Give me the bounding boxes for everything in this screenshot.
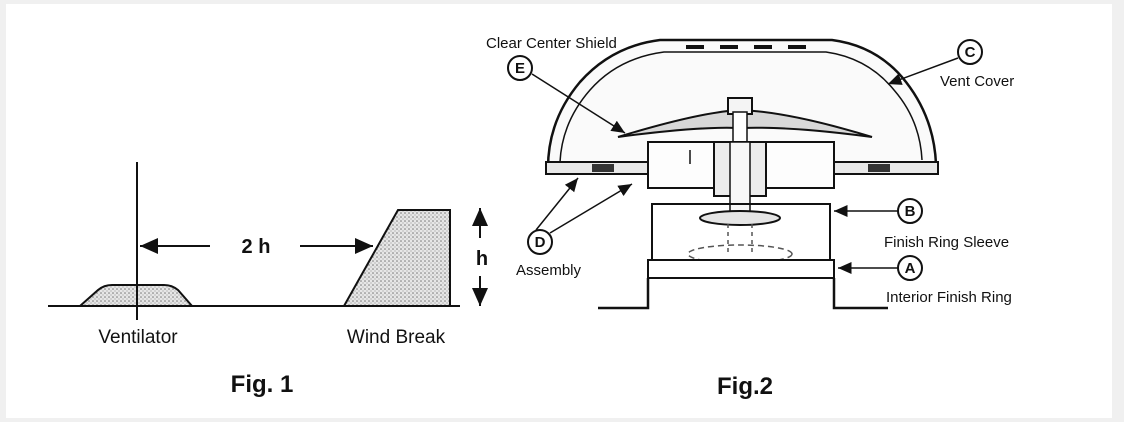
callout-b-letter: B [905, 203, 916, 220]
callout-e-label: Clear Center Shield [486, 35, 617, 52]
interior-finish-ring-shape [647, 259, 835, 279]
callout-d-letter: D [535, 234, 546, 251]
rim-clip-right [868, 164, 890, 172]
callout-a-letter: A [905, 260, 916, 277]
fig1-caption: Fig. 1 [231, 371, 294, 398]
center-shaft-lower [729, 141, 751, 221]
callout-d-leader-2 [549, 183, 633, 234]
fig1-diagram: 2 h h Ventilator Wind Break Fig. 1 [48, 162, 488, 398]
height-label: h [476, 248, 488, 270]
fig2-caption: Fig.2 [717, 373, 773, 400]
callout-e-circle [507, 55, 533, 81]
callout-d-circle [527, 229, 553, 255]
callout-c-circle [957, 39, 983, 65]
callout-c-label: Vent Cover [940, 73, 1014, 90]
center-shaft-upper [732, 111, 748, 143]
interior-ring-flange [598, 278, 888, 310]
diagram-frame [6, 4, 1112, 418]
windbreak-shape [342, 209, 451, 307]
rim-clip-left [592, 164, 614, 172]
callout-a-label: Interior Finish Ring [886, 289, 1012, 306]
ventilator-label: Ventilator [98, 327, 178, 348]
callout-e-letter: E [515, 60, 525, 77]
fig2-diagram: E Clear Center Shield C Vent Cover B Fin… [486, 35, 1014, 400]
callout-d-label: Assembly [516, 262, 582, 279]
distance-label: 2 h [242, 236, 271, 258]
adjust-knob [699, 210, 781, 226]
callout-c-letter: C [965, 44, 976, 61]
windbreak-label: Wind Break [347, 327, 446, 348]
vent-cover-inner [559, 51, 923, 163]
callout-e-leader [531, 73, 626, 134]
callout-c-leader [887, 57, 959, 85]
callout-b-label: Finish Ring Sleeve [884, 234, 1009, 251]
callout-d-leader-1 [535, 177, 579, 231]
